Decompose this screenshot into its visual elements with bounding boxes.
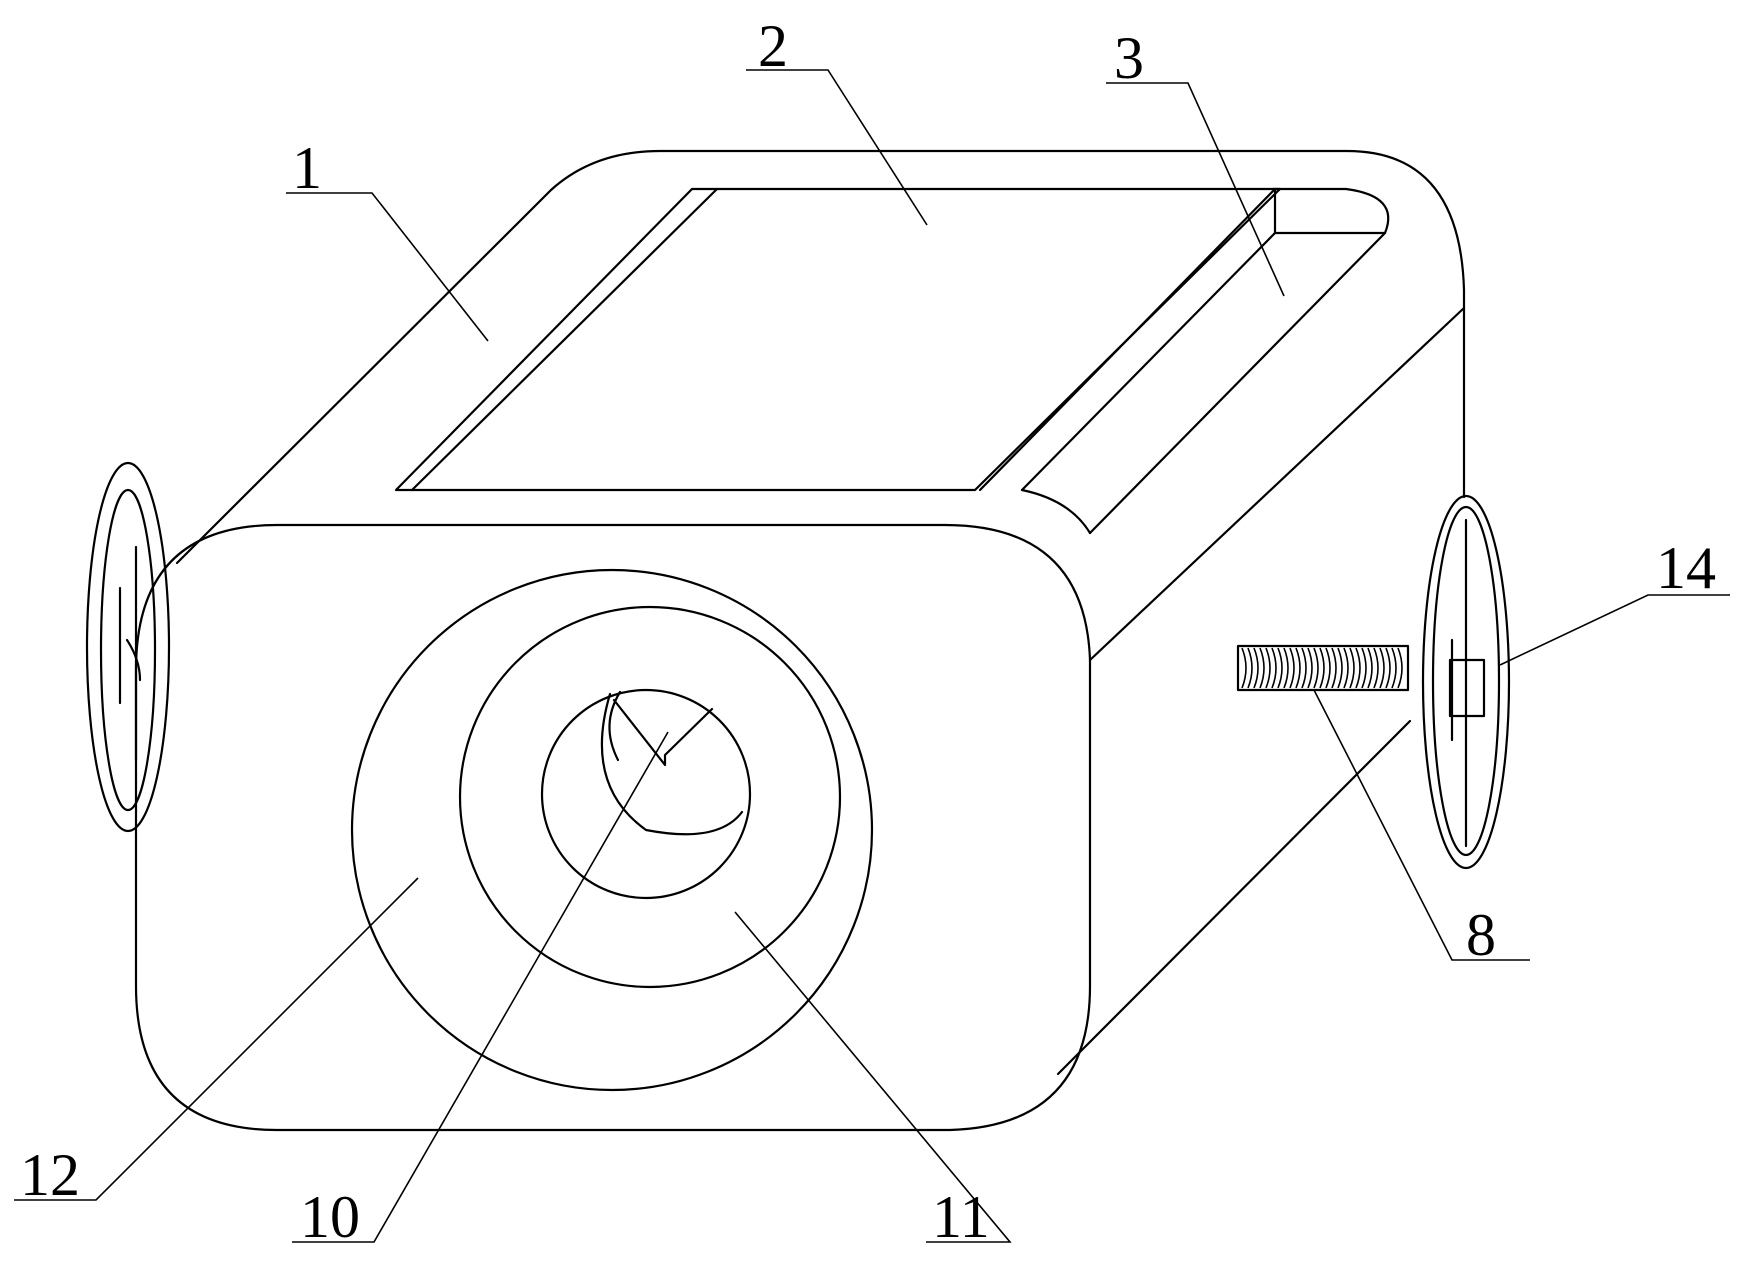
- thread-line: [1277, 647, 1283, 689]
- thread-line: [1343, 647, 1349, 689]
- threaded-rod: [1236, 644, 1410, 692]
- top-recess: [394, 187, 1282, 492]
- label-14: 14: [1656, 535, 1716, 601]
- thread-line: [1361, 647, 1367, 689]
- leader-lines: [14, 69, 1730, 1243]
- label-3: 3: [1114, 25, 1144, 91]
- label-11: 11: [932, 1184, 990, 1250]
- thread-line: [1265, 647, 1271, 689]
- label-1: 1: [292, 135, 322, 201]
- thread-line: [1295, 647, 1301, 689]
- thread-line: [1283, 647, 1289, 689]
- thread-line: [1271, 647, 1277, 689]
- label-10: 10: [300, 1184, 360, 1250]
- right-handwheel: [1421, 494, 1511, 870]
- thread-line: [1241, 647, 1247, 689]
- front-middle-ring: [458, 605, 842, 989]
- thread-line: [1289, 647, 1295, 689]
- center-bore: [540, 688, 752, 900]
- housing-top-outline: [175, 149, 1466, 1076]
- thread-line: [1331, 647, 1337, 689]
- rod-threads: [1241, 647, 1403, 689]
- thread-line: [1355, 647, 1361, 689]
- thread-line: [1307, 647, 1313, 689]
- channel: [978, 187, 1390, 535]
- label-12: 12: [20, 1142, 80, 1208]
- thread-line: [1301, 647, 1307, 689]
- thread-line: [1337, 647, 1343, 689]
- thread-line: [1373, 647, 1379, 689]
- thread-line: [1319, 647, 1325, 689]
- thread-line: [1397, 647, 1403, 689]
- bore-inner-arc: [600, 690, 744, 836]
- thread-line: [1349, 647, 1355, 689]
- front-outer-ring: [350, 568, 874, 1092]
- housing-front-face: [134, 523, 1092, 1132]
- thread-line: [1253, 647, 1259, 689]
- thread-line: [1391, 647, 1397, 689]
- thread-line: [1385, 647, 1391, 689]
- thread-line: [1367, 647, 1373, 689]
- label-8: 8: [1466, 902, 1496, 968]
- label-2: 2: [758, 13, 788, 79]
- thread-line: [1313, 647, 1319, 689]
- thread-line: [1325, 647, 1331, 689]
- thread-line: [1247, 647, 1253, 689]
- thread-line: [1259, 647, 1265, 689]
- thread-line: [1379, 647, 1385, 689]
- left-handwheel: [85, 461, 171, 833]
